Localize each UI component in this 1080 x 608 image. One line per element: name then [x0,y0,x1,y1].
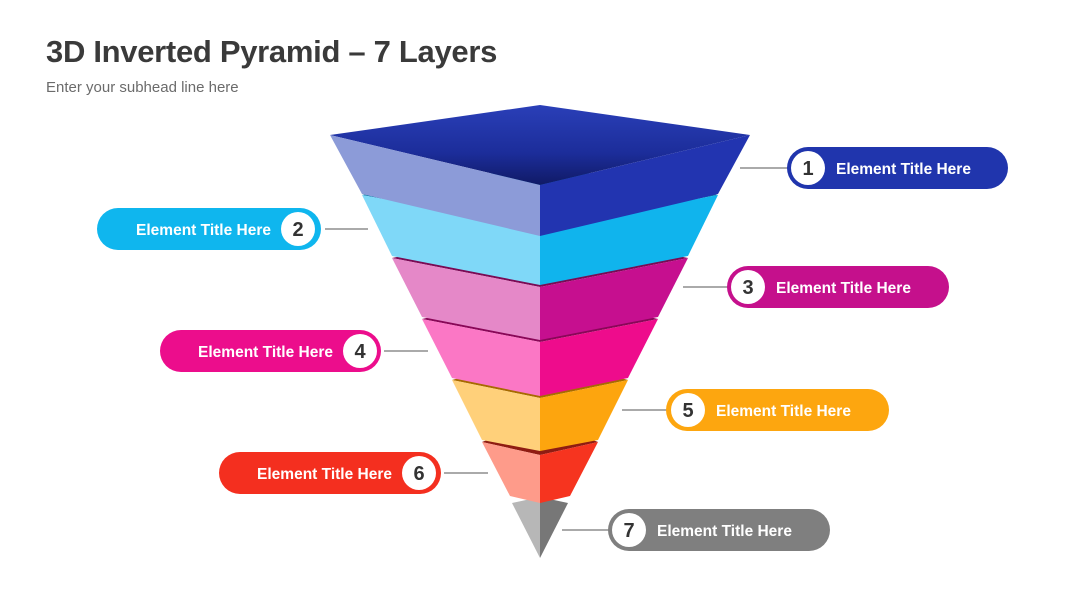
label-5: 5 Element Title Here [666,389,889,431]
label-number-7: 7 [623,520,634,542]
pyramid-layer-1 [330,105,750,236]
label-text-3: Element Title Here [776,280,911,297]
label-4: 4 Element Title Here [160,330,381,372]
label-number-2: 2 [292,219,303,241]
label-text-5: Element Title Here [716,403,851,420]
label-text-6: Element Title Here [257,466,392,483]
label-text-7: Element Title Here [657,523,792,540]
label-pill-2 [97,208,321,250]
label-number-6: 6 [413,463,424,485]
label-7: 7 Element Title Here [608,509,830,551]
label-number-5: 5 [682,400,693,422]
label-pill-5 [666,389,889,431]
label-6: 6 Element Title Here [219,452,441,494]
label-pill-4 [160,330,381,372]
label-text-4: Element Title Here [198,344,333,361]
label-pill-7 [608,509,830,551]
label-pill-3 [727,266,949,308]
label-number-3: 3 [742,277,753,299]
label-1: 1 Element Title Here [787,147,1008,189]
label-3: 3 Element Title Here [727,266,949,308]
label-pill-1 [787,147,1008,189]
label-number-4: 4 [354,341,366,363]
pyramid-layer-7 [512,497,568,558]
page-subhead: Enter your subhead line here [46,79,239,96]
page-title: 3D Inverted Pyramid – 7 Layers [46,34,498,69]
label-number-1: 1 [802,158,813,180]
connector-lines [325,167,789,531]
label-pill-6 [219,452,441,494]
label-text-1: Element Title Here [836,161,971,178]
label-text-2: Element Title Here [136,222,271,239]
label-2: 2 Element Title Here [97,208,321,250]
